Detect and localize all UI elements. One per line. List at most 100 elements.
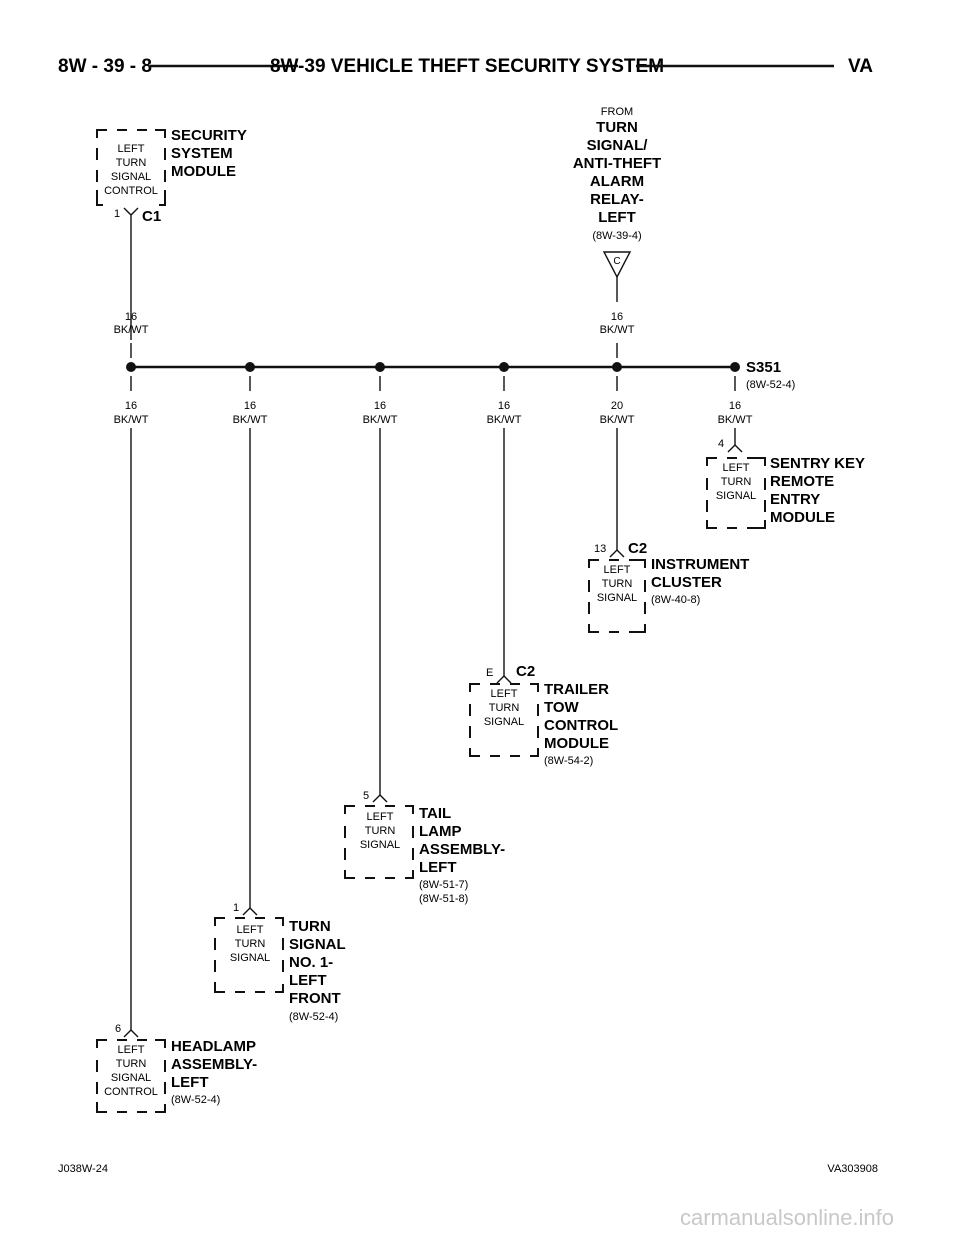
wire-color: BK/WT bbox=[363, 414, 398, 426]
wire-color: BK/WT bbox=[114, 414, 149, 426]
sentry-inner-line: TURN bbox=[721, 476, 752, 488]
inline-connector-triangle bbox=[602, 251, 632, 279]
tail-ref: (8W-51-8) bbox=[419, 893, 468, 905]
security-inner-line: CONTROL bbox=[104, 185, 158, 197]
wire-gauge: 16 bbox=[729, 400, 741, 412]
security-connector-and-wire bbox=[123, 207, 139, 340]
turn-name-line: SIGNAL bbox=[289, 936, 346, 953]
from-label: FROM bbox=[601, 106, 633, 118]
from-name-line: ANTI-THEFT bbox=[573, 155, 661, 172]
turn-connector bbox=[242, 907, 258, 916]
wire-color: BK/WT bbox=[233, 414, 268, 426]
tail-inner-line: LEFT bbox=[367, 811, 394, 823]
trailer-name-line: TOW bbox=[544, 699, 580, 716]
security-name-line: SYSTEM bbox=[171, 145, 233, 162]
splice-dot bbox=[126, 362, 136, 372]
splice-ref: (8W-52-4) bbox=[746, 379, 795, 391]
trailer-name-line: TRAILER bbox=[544, 681, 609, 698]
turn-name-line: TURN bbox=[289, 918, 331, 935]
cluster-ref: (8W-40-8) bbox=[651, 594, 700, 606]
headlamp-inner-line: CONTROL bbox=[104, 1086, 158, 1098]
from-name-line: TURN bbox=[596, 119, 638, 136]
sentry-connector bbox=[727, 444, 743, 453]
security-system-module bbox=[96, 129, 166, 206]
tail-pin: 5 bbox=[363, 790, 369, 802]
splice-dot bbox=[375, 362, 385, 372]
cluster-pin: 13 bbox=[594, 543, 606, 555]
model-code: VA bbox=[848, 56, 873, 77]
cluster-name-line: INSTRUMENT bbox=[651, 556, 749, 573]
tail-lamp-assembly bbox=[344, 805, 414, 879]
splice-dot bbox=[612, 362, 622, 372]
cluster-connector bbox=[609, 549, 625, 558]
tail-inner-line: SIGNAL bbox=[360, 839, 400, 851]
wire-color: BK/WT bbox=[718, 414, 753, 426]
sentry-name-line: ENTRY bbox=[770, 491, 820, 508]
tail-connector bbox=[372, 794, 388, 803]
sentry-name-line: REMOTE bbox=[770, 473, 834, 490]
inline-connector-id: C bbox=[613, 256, 620, 267]
splice-dot bbox=[499, 362, 509, 372]
tail-name-line: TAIL bbox=[419, 805, 451, 822]
trailer-tow-control-module bbox=[469, 683, 539, 757]
turn-signal-no1-left-front bbox=[214, 917, 284, 993]
wire-color: BK/WT bbox=[487, 414, 522, 426]
headlamp-assembly bbox=[96, 1039, 166, 1113]
sentry-key-remote-entry-module bbox=[706, 457, 766, 529]
cluster-name-line: CLUSTER bbox=[651, 574, 722, 591]
headlamp-name-line: HEADLAMP bbox=[171, 1038, 256, 1055]
from-name-line: LEFT bbox=[598, 209, 636, 226]
from-ref: (8W-39-4) bbox=[592, 230, 641, 242]
headlamp-inner-line: TURN bbox=[116, 1058, 147, 1070]
trailer-inner-line: LEFT bbox=[491, 688, 518, 700]
page-title: 8W-39 VEHICLE THEFT SECURITY SYSTEM bbox=[270, 56, 664, 77]
turn-ref: (8W-52-4) bbox=[289, 1011, 338, 1023]
sentry-name-line: MODULE bbox=[770, 509, 835, 526]
wire-gauge: 16 bbox=[244, 400, 256, 412]
sentry-pin: 4 bbox=[718, 438, 724, 450]
cluster-inner-line: TURN bbox=[602, 578, 633, 590]
trailer-ref: (8W-54-2) bbox=[544, 755, 593, 767]
tail-ref: (8W-51-7) bbox=[419, 879, 468, 891]
sentry-name-line: SENTRY KEY bbox=[770, 455, 865, 472]
headlamp-inner-line: LEFT bbox=[118, 1044, 145, 1056]
wire-gauge: 16 bbox=[498, 400, 510, 412]
wire-gauge: 16 bbox=[611, 311, 623, 323]
tail-name-line: LEFT bbox=[419, 859, 457, 876]
turn-inner-line: TURN bbox=[235, 938, 266, 950]
instrument-cluster bbox=[588, 559, 646, 633]
wire-gauge: 16 bbox=[374, 400, 386, 412]
vertical-wires bbox=[130, 428, 736, 1030]
from-name-line: SIGNAL/ bbox=[587, 137, 649, 154]
security-inner-line: SIGNAL bbox=[111, 171, 151, 183]
tail-name-line: ASSEMBLY- bbox=[419, 841, 505, 858]
sentry-inner-line: SIGNAL bbox=[716, 490, 756, 502]
headlamp-pin: 6 bbox=[115, 1023, 121, 1035]
wire-color: BK/WT bbox=[600, 324, 635, 336]
turn-inner-line: SIGNAL bbox=[230, 952, 270, 964]
turn-pin: 1 bbox=[233, 902, 239, 914]
splice-dot bbox=[730, 362, 740, 372]
turn-name-line: FRONT bbox=[289, 990, 341, 1007]
from-name-line: RELAY- bbox=[590, 191, 644, 208]
footer-right-code: VA303908 bbox=[827, 1163, 878, 1175]
sentry-inner-line: LEFT bbox=[723, 462, 750, 474]
trailer-name-line: MODULE bbox=[544, 735, 609, 752]
trailer-pin: E bbox=[486, 667, 493, 679]
tail-name-line: LAMP bbox=[419, 823, 462, 840]
lower-wire-ticks bbox=[130, 376, 736, 391]
wire-gauge: 16 bbox=[125, 400, 137, 412]
headlamp-inner-line: SIGNAL bbox=[111, 1072, 151, 1084]
turn-inner-line: LEFT bbox=[237, 924, 264, 936]
security-inner-line: LEFT bbox=[118, 143, 145, 155]
splice-dot bbox=[245, 362, 255, 372]
headlamp-connector bbox=[123, 1029, 139, 1038]
security-pin: 1 bbox=[114, 208, 120, 220]
trailer-inner-line: TURN bbox=[489, 702, 520, 714]
footer-left-code: J038W-24 bbox=[58, 1163, 108, 1175]
headlamp-ref: (8W-52-4) bbox=[171, 1094, 220, 1106]
wire-color: BK/WT bbox=[600, 414, 635, 426]
security-inner-line: TURN bbox=[116, 157, 147, 169]
security-name-line: SECURITY bbox=[171, 127, 247, 144]
cluster-connector-id: C2 bbox=[628, 540, 647, 557]
